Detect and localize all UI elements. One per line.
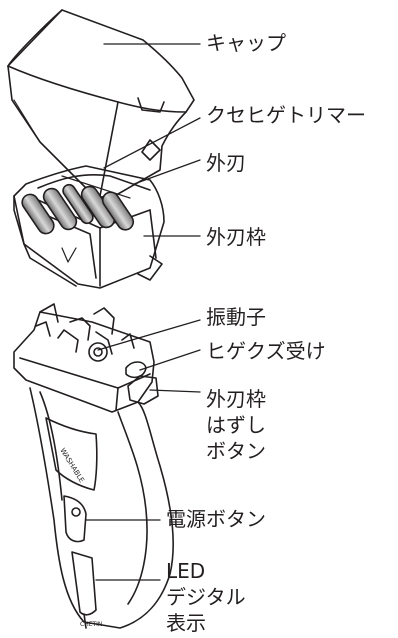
label-whisker-receiver: ヒゲクズ受け [206, 339, 326, 363]
cap-drawing [7, 9, 195, 199]
label-led-display-line3: 表示 [166, 611, 206, 635]
label-led-display-line1: LED [166, 559, 206, 583]
head-drawing [13, 165, 165, 289]
label-power-button: 電源ボタン [166, 507, 266, 531]
body-drawing [13, 303, 175, 629]
label-release-button-line3: ボタン [206, 439, 266, 463]
blade-cylinders [21, 175, 135, 235]
label-led-display: LED デジタル 表示 [166, 558, 246, 636]
label-outer-blade: 外刃 [206, 151, 246, 175]
label-release-button: 外刃枠 はずし ボタン [206, 386, 266, 464]
label-oscillator: 振動子 [206, 305, 266, 329]
label-release-button-line1: 外刃枠 [206, 387, 266, 411]
label-trimmer: クセヒゲトリマー [206, 103, 366, 127]
label-led-display-line2: デジタル [166, 585, 246, 609]
leader-lines [85, 43, 201, 581]
label-outer-blade-frame: 外刃枠 [206, 225, 266, 249]
brand-imprint: CHETIN [80, 621, 102, 628]
label-release-button-line2: はずし [206, 413, 266, 437]
washable-imprint: WASHABLE [58, 447, 85, 484]
label-cap: キャップ [206, 31, 286, 55]
